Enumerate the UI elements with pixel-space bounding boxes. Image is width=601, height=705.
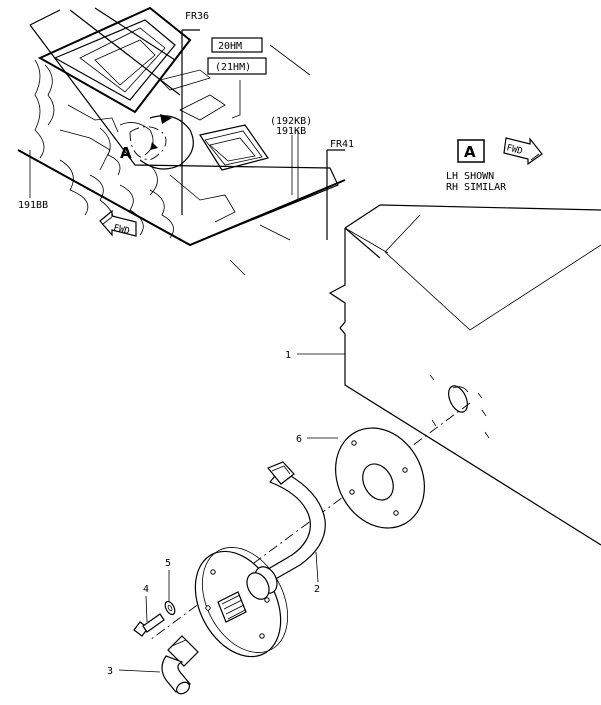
inset-fwd-arrow-icon: FWD xyxy=(99,209,137,237)
frame-label-fr41: FR41 xyxy=(330,139,354,150)
callout-3: 3 xyxy=(107,666,113,677)
callout-2: 2 xyxy=(314,584,320,595)
gasket xyxy=(335,427,425,529)
callout-1: 1 xyxy=(285,350,291,361)
bolt xyxy=(133,613,165,637)
callout-6: 6 xyxy=(296,434,302,445)
callouts: 1 2 3 4 5 6 xyxy=(107,350,345,677)
callout-5: 5 xyxy=(165,558,171,569)
washer xyxy=(164,600,176,616)
inset-view: 20HM (21HM) FR36 FR41 (192KB) 191KB 191B… xyxy=(17,6,354,276)
view-marker-box xyxy=(457,139,485,163)
callout-4: 4 xyxy=(143,584,149,595)
inset-fwd-label: FWD xyxy=(112,223,130,237)
zone-label-191kb: 191KB xyxy=(276,126,306,137)
view-note-line1: LH SHOWN xyxy=(446,171,494,182)
view-fwd-label: FWD xyxy=(505,143,523,157)
zone-label-192kb: (192KB) xyxy=(270,116,312,127)
mounting-hole xyxy=(448,385,468,413)
inset-view-marker: A xyxy=(120,144,132,162)
pipe-flange-assembly xyxy=(194,461,326,658)
view-marker: A xyxy=(464,143,476,161)
zone-box-20hm xyxy=(211,37,263,53)
zone-label-20hm: 20HM xyxy=(218,41,242,52)
view-fwd-arrow-icon: FWD xyxy=(503,137,543,166)
elbow-fitting xyxy=(161,635,199,695)
zone-box-21hm xyxy=(207,57,267,75)
zone-label-191bb: 191BB xyxy=(18,200,48,211)
assembly-centerline xyxy=(149,402,471,641)
structure-panel xyxy=(328,204,601,546)
frame-label-fr36: FR36 xyxy=(185,11,209,22)
zone-label-21hm: (21HM) xyxy=(215,62,251,73)
view-note-line2: RH SIMILAR xyxy=(446,182,507,193)
view-a-header: A FWD LH SHOWN RH SIMILAR xyxy=(446,137,543,193)
